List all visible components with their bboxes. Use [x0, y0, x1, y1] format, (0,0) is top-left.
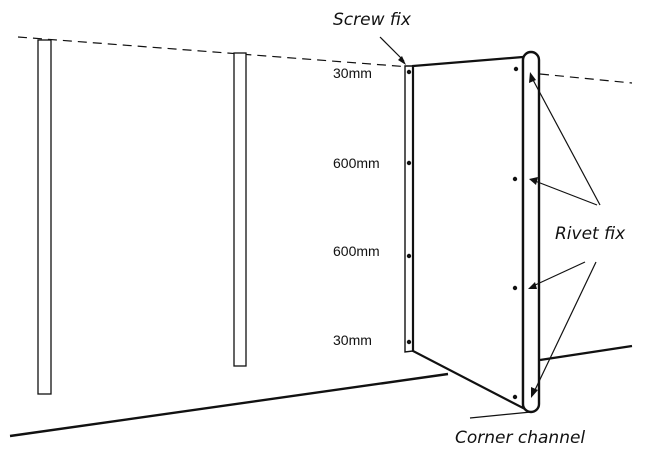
top-reference-line: [17, 36, 411, 68]
rivet-dot: [513, 66, 519, 72]
panel-face: [411, 55, 525, 410]
dimension-label: 30mm: [333, 65, 372, 81]
rivet-dot: [512, 394, 518, 400]
wall-strip-2: [233, 52, 247, 367]
top-reference-line-right: [539, 73, 633, 84]
rivet-fix-leader: [534, 180, 598, 206]
screw-fix-arrowhead: [398, 56, 406, 65]
wall-strip-1: [37, 39, 52, 395]
rivet-fix-arrowhead: [528, 282, 537, 289]
screw-dot: [406, 69, 412, 75]
screw-dot: [406, 253, 412, 259]
screw-dot: [406, 339, 412, 345]
screw-dot: [406, 160, 412, 166]
corner-channel-label: Corner channel: [455, 428, 585, 448]
screw-fix-label: Screw fix: [333, 10, 412, 30]
screw-fix-leader: [379, 36, 405, 62]
rivet-fix-arrowhead: [531, 387, 538, 398]
dimension-label: 600mm: [333, 243, 380, 259]
floor-line-left: [9, 372, 449, 438]
rivet-dot: [512, 176, 518, 182]
rivet-fix-arrowhead: [529, 72, 536, 83]
dimension-label: 600mm: [333, 155, 380, 171]
rivet-fix-leader: [531, 77, 601, 206]
rivet-fix-label: Rivet fix: [555, 224, 626, 244]
rivet-fix-leader: [533, 261, 597, 393]
rivet-fix-leader: [532, 261, 586, 287]
rivet-fix-arrowhead: [529, 177, 538, 185]
dimension-label: 30mm: [333, 332, 372, 348]
panel-edge-strip: [404, 65, 414, 353]
floor-line-right: [539, 344, 633, 362]
corner-channel: [521, 50, 541, 414]
corner-channel-leader: [469, 411, 532, 419]
rivet-dot: [512, 285, 518, 291]
